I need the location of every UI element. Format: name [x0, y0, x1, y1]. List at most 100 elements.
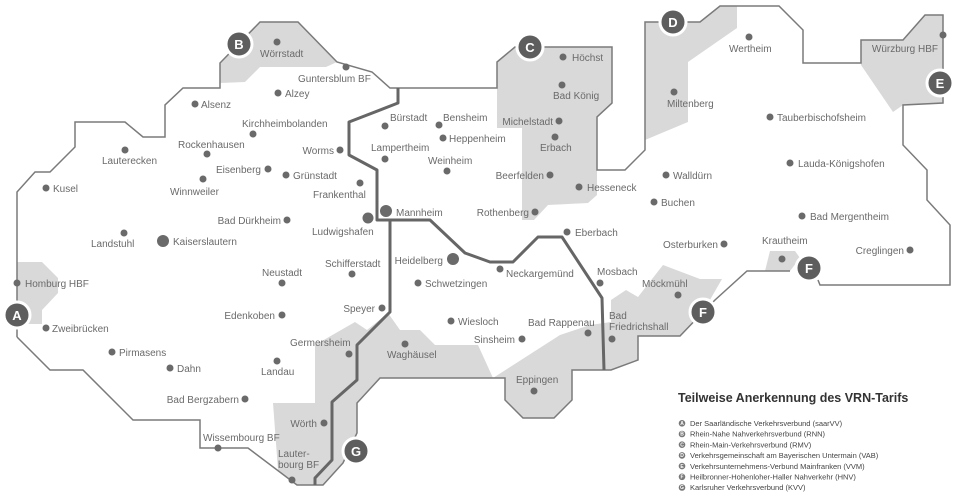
- badge-circle-icon: [2, 300, 32, 330]
- badge-letter: F: [805, 261, 813, 276]
- legend-key: B: [680, 432, 684, 438]
- city-dot-icon: [558, 81, 566, 89]
- city-label: Mosbach: [597, 267, 638, 278]
- rail-line-north-east: [347, 88, 606, 371]
- city-creglingen: Creglingen: [856, 246, 914, 257]
- city-bad-mergentheim: Bad Mergentheim: [798, 212, 889, 223]
- city-lauterecken: Lauterecken: [102, 146, 157, 167]
- city-dot-icon: [214, 444, 222, 452]
- region-c-rmv: [497, 47, 612, 220]
- badge-letter: D: [668, 15, 677, 30]
- city-dot-icon: [241, 395, 249, 403]
- city-label: Pirmasens: [119, 348, 166, 359]
- city-dot-icon: [551, 133, 559, 141]
- city-label: Frankenthal: [313, 190, 366, 201]
- city-dot-icon: [447, 317, 455, 325]
- city-dot-icon: [42, 184, 50, 192]
- city-dot-icon: [342, 63, 350, 71]
- city-dot-icon: [531, 208, 539, 216]
- city-weinheim: Weinheim: [428, 156, 472, 175]
- city-label: Wiesloch: [458, 317, 499, 328]
- city-dot-icon: [530, 387, 538, 395]
- city-label: Zweibrücken: [52, 324, 109, 335]
- city-wiesloch: Wiesloch: [447, 317, 499, 328]
- city-dot-icon: [670, 88, 678, 96]
- city-label: Winnweiler: [170, 187, 220, 198]
- city-dot-icon: [274, 89, 282, 97]
- city-dot-icon: [283, 216, 291, 224]
- city-label: Kaiserslautern: [173, 237, 237, 248]
- city-label: Germersheim: [290, 338, 351, 349]
- rail-line-south: [313, 220, 392, 485]
- city-label: Bad Bergzabern: [167, 395, 239, 406]
- city-label: Mannheim: [396, 208, 443, 219]
- city-dot-icon: [108, 348, 116, 356]
- city-label: Heidelberg: [395, 256, 443, 267]
- city-alsenz: Alsenz: [191, 100, 231, 111]
- city-dot-icon: [381, 122, 389, 130]
- city-dot-icon: [496, 265, 504, 273]
- city-dot-icon: [439, 134, 447, 142]
- city-dot-icon: [447, 253, 459, 265]
- city-label: Würzburg HBF: [872, 44, 938, 55]
- badge-circle-icon: [658, 7, 688, 37]
- city-label: Waghäusel: [387, 350, 437, 361]
- city-dot-icon: [798, 212, 806, 220]
- city-dot-icon: [249, 130, 257, 138]
- city-label: Rothenberg: [477, 208, 529, 219]
- city-label: Eberbach: [575, 228, 618, 239]
- legend-key: F: [680, 475, 683, 481]
- legend-label: Karlsruher Verkehrsverbund (KVV): [690, 483, 806, 492]
- city-höchst: Höchst: [559, 53, 603, 64]
- badge-circle-icon: [341, 436, 371, 466]
- legend-item-g: G Karlsruher Verkehrsverbund (KVV): [678, 483, 806, 492]
- badge-circle-icon: [794, 253, 824, 283]
- city-label: Bürstadt: [390, 113, 427, 124]
- legend-bullet-icon: [678, 420, 686, 427]
- city-bensheim: Bensheim: [435, 113, 487, 129]
- region-badge-e: E: [925, 68, 955, 98]
- city-wörrstadt: Wörrstadt: [260, 38, 304, 60]
- legend-bullet-icon: [678, 430, 686, 438]
- city-label: Höchst: [572, 53, 603, 64]
- city-dot-icon: [662, 171, 670, 179]
- city-schwetzingen: Schwetzingen: [414, 279, 487, 290]
- region-badge-d: D: [658, 7, 688, 37]
- city-label: Grünstadt: [293, 171, 337, 182]
- city-dot-icon: [435, 121, 443, 129]
- badge-letter: A: [12, 308, 22, 323]
- city-label: Schifferstadt: [325, 259, 381, 270]
- badge-circle-icon: [224, 29, 254, 59]
- city-kaiserslautern: Kaiserslautern: [157, 235, 237, 248]
- city-heppenheim: Heppenheim: [439, 134, 506, 145]
- city-wörth: Wörth: [290, 419, 328, 430]
- region-d-vab: [645, 6, 737, 140]
- city-label: Bad Rappenau: [528, 318, 595, 329]
- city-label: Dahn: [177, 364, 201, 375]
- city-dot-icon: [674, 291, 682, 299]
- city-bad-könig: Bad König: [553, 81, 599, 102]
- city-label: Hesseneck: [587, 183, 637, 194]
- city-mannheim: Mannheim: [380, 205, 443, 219]
- city-landau: Landau: [261, 357, 294, 378]
- city-winnweiler: Winnweiler: [170, 175, 220, 198]
- legend-key: G: [680, 485, 684, 491]
- city-homburg-hbf: Homburg HBF: [13, 279, 89, 290]
- city-dot-icon: [42, 324, 50, 332]
- city-dot-icon: [273, 38, 281, 46]
- city-hesseneck: Hesseneck: [575, 183, 637, 194]
- city-dot-icon: [380, 205, 392, 217]
- badge-letter: F: [699, 305, 707, 320]
- city-dot-icon: [362, 212, 374, 224]
- city-label: Bad König: [553, 91, 599, 102]
- city-label: Lauda-Königshofen: [798, 159, 885, 170]
- region-badge-f: F: [794, 253, 824, 283]
- city-wissembourg-bf: Wissembourg BF: [203, 433, 280, 452]
- city-label: Alsenz: [201, 100, 231, 111]
- city-dot-icon: [546, 171, 554, 179]
